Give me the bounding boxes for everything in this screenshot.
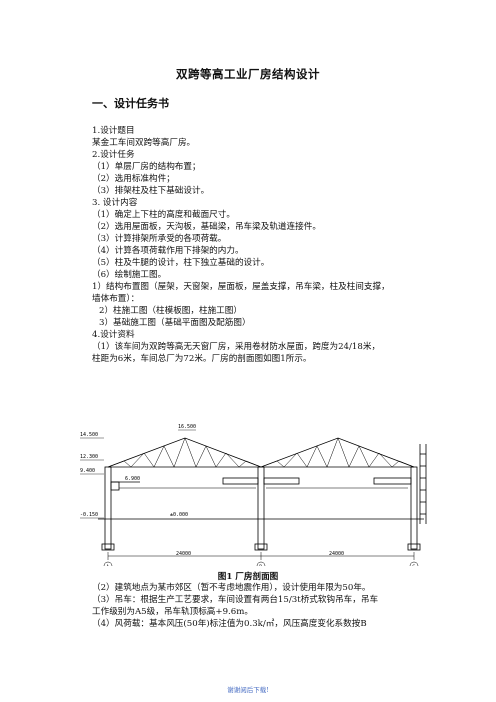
body-line: （1）单层厂房的结构布置； [92,162,201,172]
body-line: （1）确定上下柱的高度和截面尺寸。 [92,210,235,220]
page-footer: 谢谢阅后下载! [227,686,269,694]
body-line: 1.设计题目 [92,126,135,136]
section-heading: 一、设计任务书 [92,97,169,110]
span-dimension: 24000 [329,551,344,557]
elevation-label: 9.400 [80,468,95,474]
elevation-label: ±0.000 [170,512,188,518]
elevation-label: 14.500 [80,432,98,438]
body-line: （2）选用标准构件； [92,174,175,184]
body-line: 2）柱施工图（柱模板图，柱施工图） [99,306,242,316]
section-drawing: 14.500 12.300 9.400 6.900 -0.150 16.500 … [80,424,427,566]
figure-caption: 图1 厂房剖面图 [217,572,279,582]
body-line: （4）风荷载：基本风压(50年)标注值为0.3k/㎡，风压高度变化系数按B [92,619,367,629]
body-line: （1）该车间为双跨等高无天窗厂房，采用卷材防水屋面，跨度为24/18米， [92,342,381,352]
body-line: （5）柱及牛腿的设计，柱下独立基础的设计。 [92,258,270,268]
body-line: 墙体布置）： [92,294,140,304]
body-line: （4）计算各项荷载作用下排架的内力。 [92,246,244,256]
body-line: 4.设计资料 [92,330,135,340]
body-line: （2）选用屋面板，天沟板，基础梁，吊车梁及轨道连接件。 [92,222,321,232]
elevation-label: 12.300 [80,454,98,460]
axis-label: C [412,564,415,566]
axis-label: A [106,564,109,566]
body-line: 3. 设计内容 [92,198,138,208]
body-line: （2）建筑地点为某市郊区（暂不考虑地震作用），设计使用年限为50年。 [92,583,371,593]
elevation-label: 6.900 [125,476,140,482]
span-dimension: 24000 [176,551,191,557]
document-title: 双跨等高工业厂房结构设计 [176,67,320,81]
body-line: 工作级别为A5级，吊车轨顶标高+9.6m。 [92,607,254,617]
body-line: （3）排架柱及柱下基础设计。 [92,186,210,196]
body-line: 3）基础施工图（基础平面图及配筋图） [99,318,251,328]
elevation-label: -0.150 [80,512,98,518]
body-line: 2.设计任务 [92,150,135,160]
axis-label: B [259,564,262,566]
body-line: （3）吊车：根据生产工艺要求，车间设置有两台15/3t桥式软钩吊车，吊车 [92,595,379,605]
body-line: 1）结构布置图（屋架，天窗架，屋面板，屋盖支撑，吊车梁，柱及柱间支撑， [92,282,390,292]
body-line: （3）计算排架所承受的各项荷载。 [92,234,227,244]
body-line: （6）绘制施工图。 [92,270,167,280]
body-line: 柱距为6米，车间总厂为72米。厂房的剖面图如图1所示。 [92,354,312,364]
elevation-label: 16.500 [178,424,196,430]
body-line: 某金工车间双跨等高厂房。 [92,138,196,148]
